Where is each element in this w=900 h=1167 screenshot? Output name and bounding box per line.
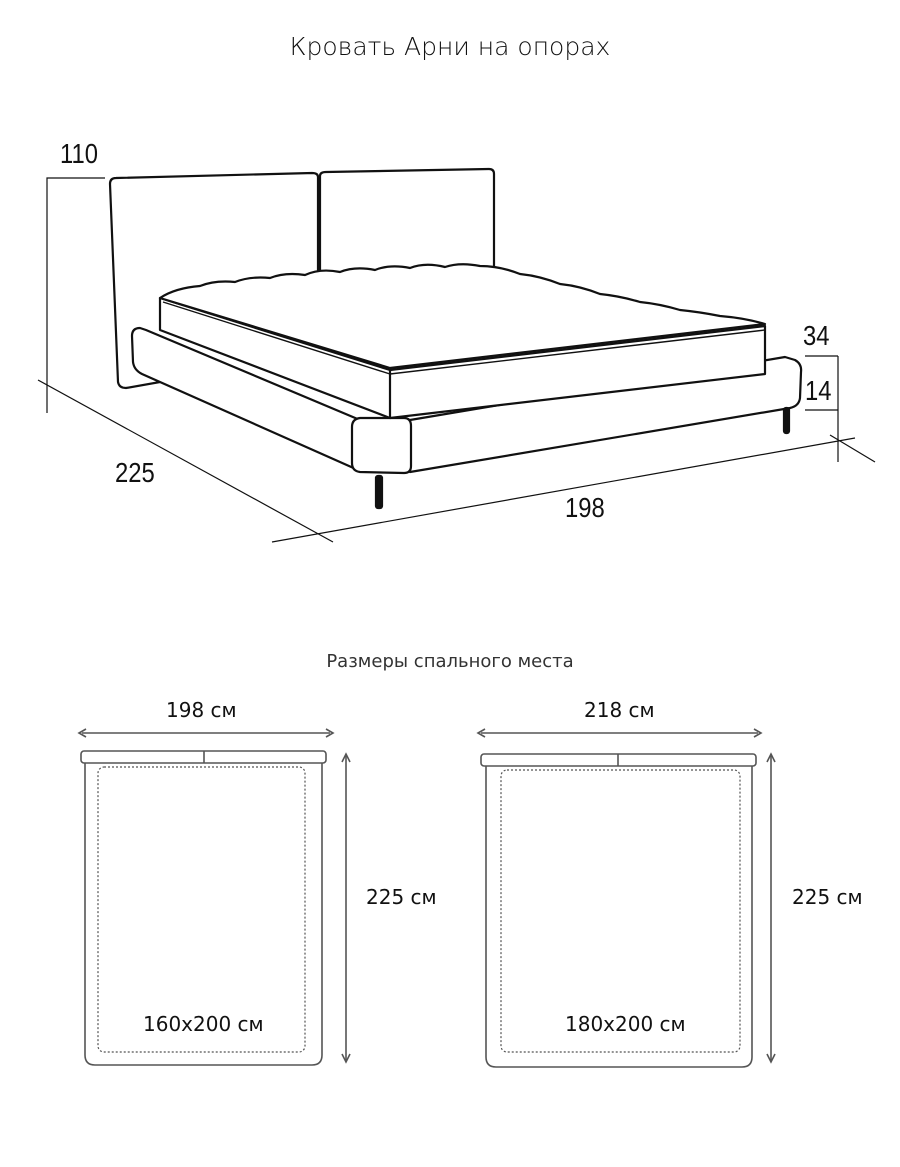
plan-2-mattress: 180x200 см (565, 1012, 686, 1036)
base-left-rail (130, 326, 362, 472)
base-front-rail (408, 355, 803, 474)
plan-1-mattress: 160x200 см (143, 1012, 264, 1036)
headboard-left-panel (108, 171, 320, 390)
width-label: 198 (565, 492, 605, 523)
sleeping-plan-2 (476, 728, 776, 1068)
depth-label: 225 (115, 457, 155, 488)
sleeping-plan-1 (77, 728, 351, 1066)
plan-2-width: 218 см (584, 698, 655, 722)
bed-outline (108, 167, 803, 510)
total-base-height-label: 34 (803, 320, 830, 351)
right-leg (782, 406, 791, 435)
height-dimension-line (46, 177, 105, 413)
plan-1-length: 225 см (366, 885, 437, 909)
plan-2-length: 225 см (792, 885, 863, 909)
dimension-lines (37, 177, 876, 543)
headboard-right-panel (318, 167, 496, 278)
mattress-top (158, 263, 767, 370)
page-title: Кровать Арни на опорах (289, 32, 611, 61)
base-corner-pad (350, 416, 413, 475)
plan-1-width: 198 см (166, 698, 237, 722)
front-leg (374, 474, 384, 510)
width-dimension-line (271, 437, 856, 543)
height-label: 110 (60, 138, 98, 169)
leg-height-label: 14 (805, 375, 832, 406)
sleeping-area-heading: Размеры спального места (326, 651, 574, 672)
depth-dimension-line (37, 379, 334, 543)
